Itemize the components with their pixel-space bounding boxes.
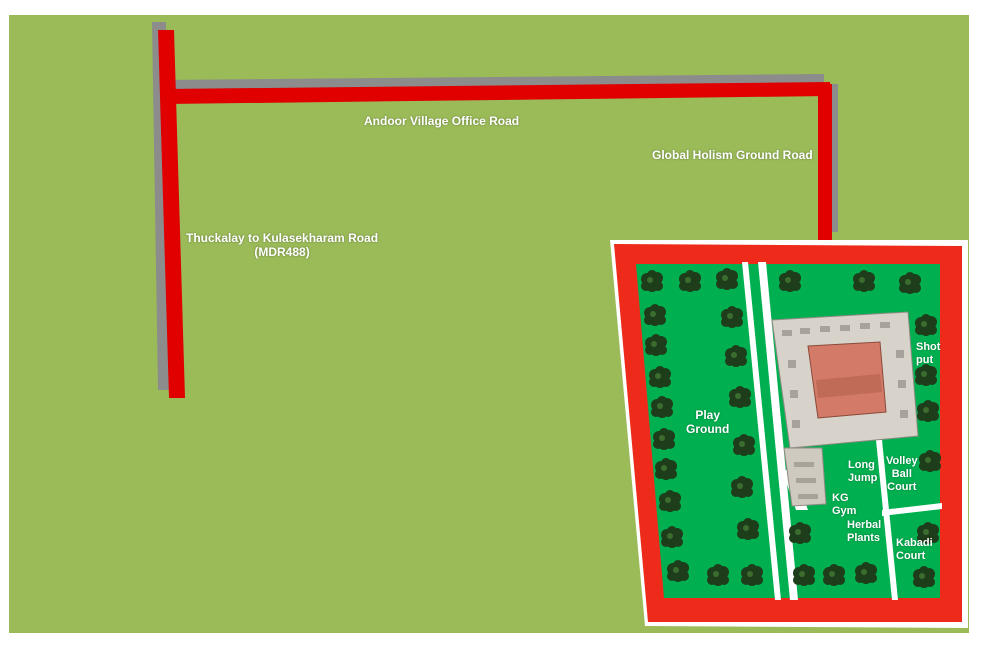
tree-icon xyxy=(679,270,701,292)
global-holism-ground-road xyxy=(818,84,832,242)
tree-icon xyxy=(789,522,811,544)
label-kabadi-line1: Kabadi xyxy=(896,537,933,549)
road-label-global-holism: Global Holism Ground Road xyxy=(652,148,813,162)
label-kabadi-line2: Court xyxy=(896,550,926,562)
tree-icon xyxy=(645,334,667,356)
label-herbal-line2: Plants xyxy=(847,532,881,544)
roads xyxy=(158,30,832,398)
tree-icon xyxy=(913,566,935,588)
label-long-jump-line2: Jump xyxy=(848,472,878,484)
thuckalay-kulasekharam-road xyxy=(158,30,185,398)
label-kg-gym-line2: Gym xyxy=(832,505,857,517)
tree-icon xyxy=(919,450,941,472)
label-play-ground-line2: Ground xyxy=(686,422,730,436)
tree-icon xyxy=(725,345,747,367)
label-play-ground-line1: Play xyxy=(695,408,720,422)
label-long-jump: Long Jump xyxy=(848,459,877,485)
tree-icon xyxy=(667,560,689,582)
tree-icon xyxy=(651,396,673,418)
label-herbal-plants: Herbal Plants xyxy=(847,519,881,545)
road-label-thuckalay-line2: (MDR488) xyxy=(254,245,310,259)
label-volley-line3: Court xyxy=(887,481,917,493)
tree-icon xyxy=(661,526,683,548)
tree-icon xyxy=(915,364,937,386)
road-label-thuckalay-line1: Thuckalay to Kulasekharam Road xyxy=(186,231,379,245)
trees xyxy=(641,268,941,588)
label-volley-ball-court: Volley Ball Court xyxy=(886,455,918,494)
tree-icon xyxy=(793,564,815,586)
label-shot-put-line1: Shot xyxy=(916,341,941,353)
tree-icon xyxy=(644,304,666,326)
tree-icon xyxy=(649,366,671,388)
tree-icon xyxy=(741,564,763,586)
label-volley-line2: Ball xyxy=(891,468,912,480)
tree-icon xyxy=(823,564,845,586)
label-shot-put: Shot put xyxy=(916,341,940,367)
tree-icon xyxy=(707,564,729,586)
tree-icon xyxy=(737,518,759,540)
school-building xyxy=(771,311,919,507)
school-campus xyxy=(610,240,968,628)
tree-icon xyxy=(917,400,939,422)
label-shot-put-line2: put xyxy=(916,354,934,366)
tree-icon xyxy=(729,386,751,408)
tree-icon xyxy=(716,268,738,290)
tree-icon xyxy=(655,458,677,480)
andoor-village-office-road xyxy=(166,82,830,104)
tree-icon xyxy=(641,270,663,292)
tree-icon xyxy=(721,306,743,328)
tree-icon xyxy=(855,562,877,584)
tree-icon xyxy=(659,490,681,512)
tree-icon xyxy=(853,270,875,292)
tree-icon xyxy=(899,272,921,294)
tree-icon xyxy=(779,270,801,292)
road-label-thuckalay: Thuckalay to Kulasekharam Road (MDR488) xyxy=(186,231,378,259)
label-volley-line1: Volley xyxy=(886,455,918,467)
tree-icon xyxy=(731,476,753,498)
tree-icon xyxy=(917,522,939,544)
tree-icon xyxy=(653,428,675,450)
label-long-jump-line1: Long xyxy=(848,459,875,471)
tree-icon xyxy=(915,314,937,336)
tree-icon xyxy=(733,434,755,456)
road-label-andoor: Andoor Village Office Road xyxy=(364,114,520,128)
label-herbal-line1: Herbal xyxy=(847,519,882,531)
label-kg-gym-line1: KG xyxy=(832,492,849,504)
label-play-ground: Play Ground xyxy=(686,408,729,436)
label-kabadi-court: Kabadi Court xyxy=(896,537,933,563)
label-kg-gym: KG Gym xyxy=(832,492,856,518)
